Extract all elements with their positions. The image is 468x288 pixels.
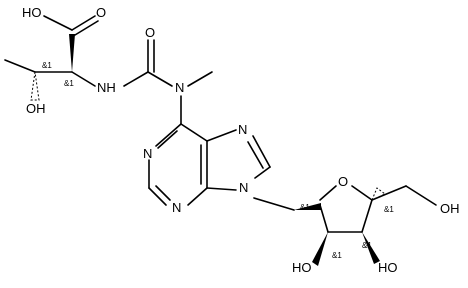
stereo-labels: &1 &1 &1 &1 &1 &1 bbox=[42, 61, 394, 260]
bond-nh-to-carbonyl bbox=[123, 71, 149, 87]
purine-n7-label: N bbox=[238, 122, 247, 137]
bonds bbox=[4, 15, 437, 233]
bond-cooh-double-o bbox=[71, 15, 96, 31]
stereo-threonine-alpha: &1 bbox=[64, 79, 74, 88]
stereo-threonine-beta: &1 bbox=[42, 61, 52, 70]
acid-oxygen-label: O bbox=[96, 5, 106, 20]
bond-c6-c5 bbox=[180, 123, 208, 142]
bond-c2-n3-2 bbox=[155, 185, 171, 201]
bond-carbonyl-to-n bbox=[147, 71, 173, 87]
bond-c5prime-oh bbox=[405, 185, 437, 206]
hash-c1-n9 bbox=[294, 203, 321, 210]
bond-alpha-to-nh bbox=[71, 71, 96, 87]
ribose-2-hydroxyl-label: HO bbox=[292, 260, 312, 275]
atom-labels: HO O O NH N OH N N N N O OH HO HO bbox=[22, 5, 460, 275]
ribose-5-hydroxyl-label: OH bbox=[440, 201, 460, 216]
wedge-alpha-cooh bbox=[69, 34, 75, 72]
threonine-hydroxyl-label: OH bbox=[26, 101, 46, 116]
bond-c2-n3 bbox=[148, 187, 167, 206]
bond-n-to-methyl bbox=[187, 71, 213, 87]
purine-n1-label: N bbox=[143, 146, 152, 161]
bond-cooh-to-oh bbox=[43, 15, 73, 31]
bond-c6-n1-2 bbox=[157, 130, 178, 149]
stereo-ribose-c4: &1 bbox=[384, 205, 394, 214]
bond-n9-c1 bbox=[253, 197, 295, 211]
bond-c1-o4 bbox=[319, 185, 337, 201]
amide-nh-label: NH bbox=[97, 80, 116, 95]
hash-c4-c5 bbox=[371, 187, 386, 201]
bond-c5-n7 bbox=[206, 129, 237, 142]
acid-hydroxyl-label: HO bbox=[22, 5, 42, 20]
urea-oxygen-label: O bbox=[145, 25, 155, 40]
bond-cooh-double-o-2 bbox=[74, 20, 99, 36]
bond-n7-c8 bbox=[252, 135, 271, 168]
bond-beta-to-methyl bbox=[4, 59, 36, 73]
ribose-ring-oxygen-label: O bbox=[338, 174, 348, 189]
hash-beta-oh bbox=[30, 71, 40, 101]
bond-n7-c8-2 bbox=[247, 141, 264, 169]
bond-c3-c4 bbox=[361, 199, 373, 233]
bond-c4-c5prime bbox=[371, 185, 407, 201]
bond-c6-n1 bbox=[155, 123, 182, 147]
purine-n3-label: N bbox=[172, 200, 181, 215]
stereo-ribose-c2: &1 bbox=[332, 251, 342, 260]
methyl-nitrogen-label: N bbox=[175, 80, 184, 95]
bond-n9-c4 bbox=[206, 187, 237, 191]
ribose-3-hydroxyl-label: HO bbox=[378, 260, 398, 275]
wedge-c2-oh bbox=[312, 232, 328, 266]
wedge-c3-oh bbox=[362, 232, 380, 264]
bond-o4-c4 bbox=[351, 185, 373, 201]
purine-n9-label: N bbox=[239, 180, 248, 195]
bond-n3-c4 bbox=[187, 187, 208, 206]
stereo-ribose-c1: &1 bbox=[300, 203, 310, 212]
stereo-ribose-c3: &1 bbox=[362, 241, 372, 250]
bond-c8-n9 bbox=[254, 166, 271, 179]
stereo-bonds bbox=[30, 34, 386, 266]
bond-c1-c2 bbox=[319, 204, 329, 233]
